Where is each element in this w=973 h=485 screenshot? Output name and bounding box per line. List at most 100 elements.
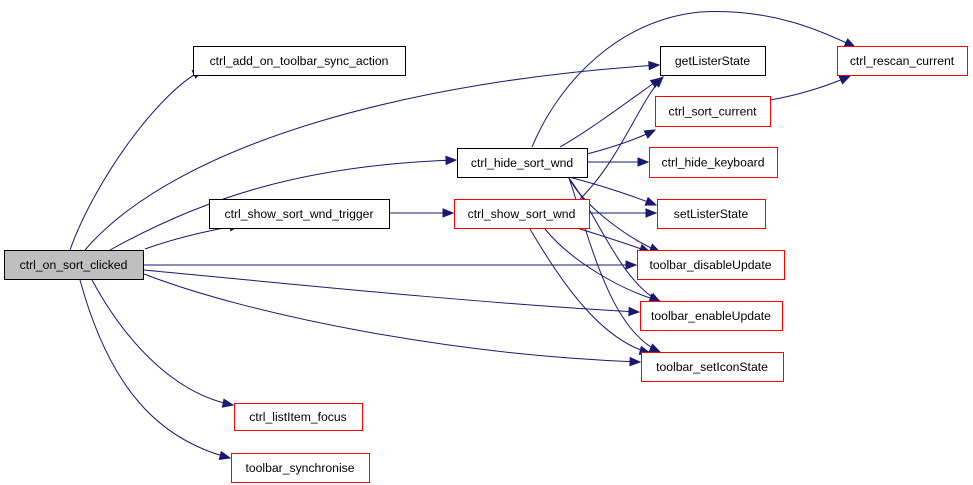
node-label: toolbar_disableUpdate [650,258,772,272]
arrowhead [625,260,638,270]
edge-line [143,269,640,313]
edge-line [143,273,641,363]
edge-line [568,177,661,303]
node-get-lister[interactable]: getListerState [660,46,766,76]
edge-line [79,279,231,459]
node-show-trigger[interactable]: ctrl_show_sort_wnd_trigger [209,199,390,229]
node-sort-current[interactable]: ctrl_sort_current [655,96,771,127]
node-rescan[interactable]: ctrl_rescan_current [837,46,968,76]
node-layer: ctrl_on_sort_clicked ctrl_add_on_toolbar_… [4,46,968,483]
node-label: ctrl_show_sort_wnd_trigger [224,207,373,221]
edge-root-to-get_lister [84,60,661,251]
arrowhead [628,306,641,317]
edge-root-to-set_icon [143,273,642,367]
arrowhead [221,398,235,408]
node-box [640,301,783,331]
arrowhead [648,60,661,71]
edge-line [559,77,662,148]
edge-line [586,129,656,155]
node-box [209,199,390,229]
edge-root-to-sync [79,279,232,460]
node-set-lister[interactable]: setListerState [657,199,766,229]
node-box [837,46,968,76]
edge-root-to-list_focus [91,279,235,408]
node-box [657,199,766,229]
node-sync[interactable]: toolbar_synchronise [231,453,370,483]
node-box [457,148,588,178]
node-box [454,199,590,229]
node-label: ctrl_listItem_focus [249,410,347,424]
node-add-sync[interactable]: ctrl_add_on_toolbar_sync_action [193,46,406,76]
edge-show_sort-to-get_lister [579,76,664,200]
arrowhead [652,76,664,88]
node-label: setListerState [674,207,749,221]
arrowhead [645,208,658,218]
edge-line [529,228,651,354]
node-box [193,46,406,76]
edge-root-to-add_sync [69,69,205,251]
edge-show_sort-to-set_lister [589,208,658,218]
edge-root-to-disable_update [143,260,638,270]
arrowhead [637,157,650,167]
node-label: toolbar_setIconState [656,360,768,374]
node-label: toolbar_enableUpdate [651,309,771,323]
node-list-focus[interactable]: ctrl_listItem_focus [234,403,363,431]
arrowhead [648,343,662,353]
node-box [641,352,784,382]
node-label: ctrl_rescan_current [850,54,955,68]
edge-line [769,75,851,101]
node-box [655,96,771,127]
node-box [649,147,778,178]
edge-line [69,69,204,251]
edge-show_sort-to-set_icon [529,228,652,355]
edge-line [109,159,457,251]
node-box [231,453,370,483]
edge-line [579,228,651,253]
edge-hide_sort-to-hide_keyboard [587,157,650,167]
arrowhead [843,38,857,48]
edge-root-to-hide_sort [109,155,458,251]
edge-sort_current-to-rescan [769,75,852,101]
arrowhead [629,356,642,367]
node-root: ctrl_on_sort_clicked [4,250,144,280]
edge-line [91,279,234,406]
node-disable-update[interactable]: toolbar_disableUpdate [637,250,785,280]
edge-line [579,76,664,200]
arrowhead [442,208,455,218]
node-box [234,403,363,431]
arrowhead [218,450,232,460]
node-label: ctrl_on_sort_clicked [20,258,128,272]
node-enable-update[interactable]: toolbar_enableUpdate [640,301,783,331]
edge-line [568,177,661,253]
node-label: ctrl_add_on_toolbar_sync_action [210,54,389,68]
node-label: ctrl_show_sort_wnd [468,207,576,221]
edge-show_sort-to-enable_update [544,228,662,303]
node-box [660,46,766,76]
node-label: ctrl_hide_sort_wnd [471,156,573,170]
edge-layer [69,11,857,460]
node-label: toolbar_synchronise [245,461,354,475]
node-hide-keyboard[interactable]: ctrl_hide_keyboard [649,147,778,178]
edge-hide_sort-to-sort_current [586,129,657,155]
node-label: getListerState [675,54,750,68]
arrowhead [643,129,657,139]
edge-hide_sort-to-set_lister [568,176,658,206]
edge-show_trigger-to-show_sort [389,208,455,218]
node-box [637,250,785,280]
edge-line [84,64,660,251]
edge-line [544,228,661,302]
node-show-sort[interactable]: ctrl_show_sort_wnd [454,199,590,229]
node-set-icon[interactable]: toolbar_setIconState [641,352,784,382]
edge-hide_sort-to-get_lister [559,77,663,148]
edge-line [531,11,856,148]
node-label: ctrl_sort_current [668,104,757,118]
arrowhead [644,196,658,206]
arrowhead [838,75,852,85]
node-box [4,250,144,280]
arrowhead [445,155,458,166]
node-label: ctrl_hide_keyboard [662,155,765,169]
edge-show_sort-to-disable_update [579,228,652,254]
edge-root-to-enable_update [143,269,641,317]
node-hide-sort[interactable]: ctrl_hide_sort_wnd [457,148,588,178]
